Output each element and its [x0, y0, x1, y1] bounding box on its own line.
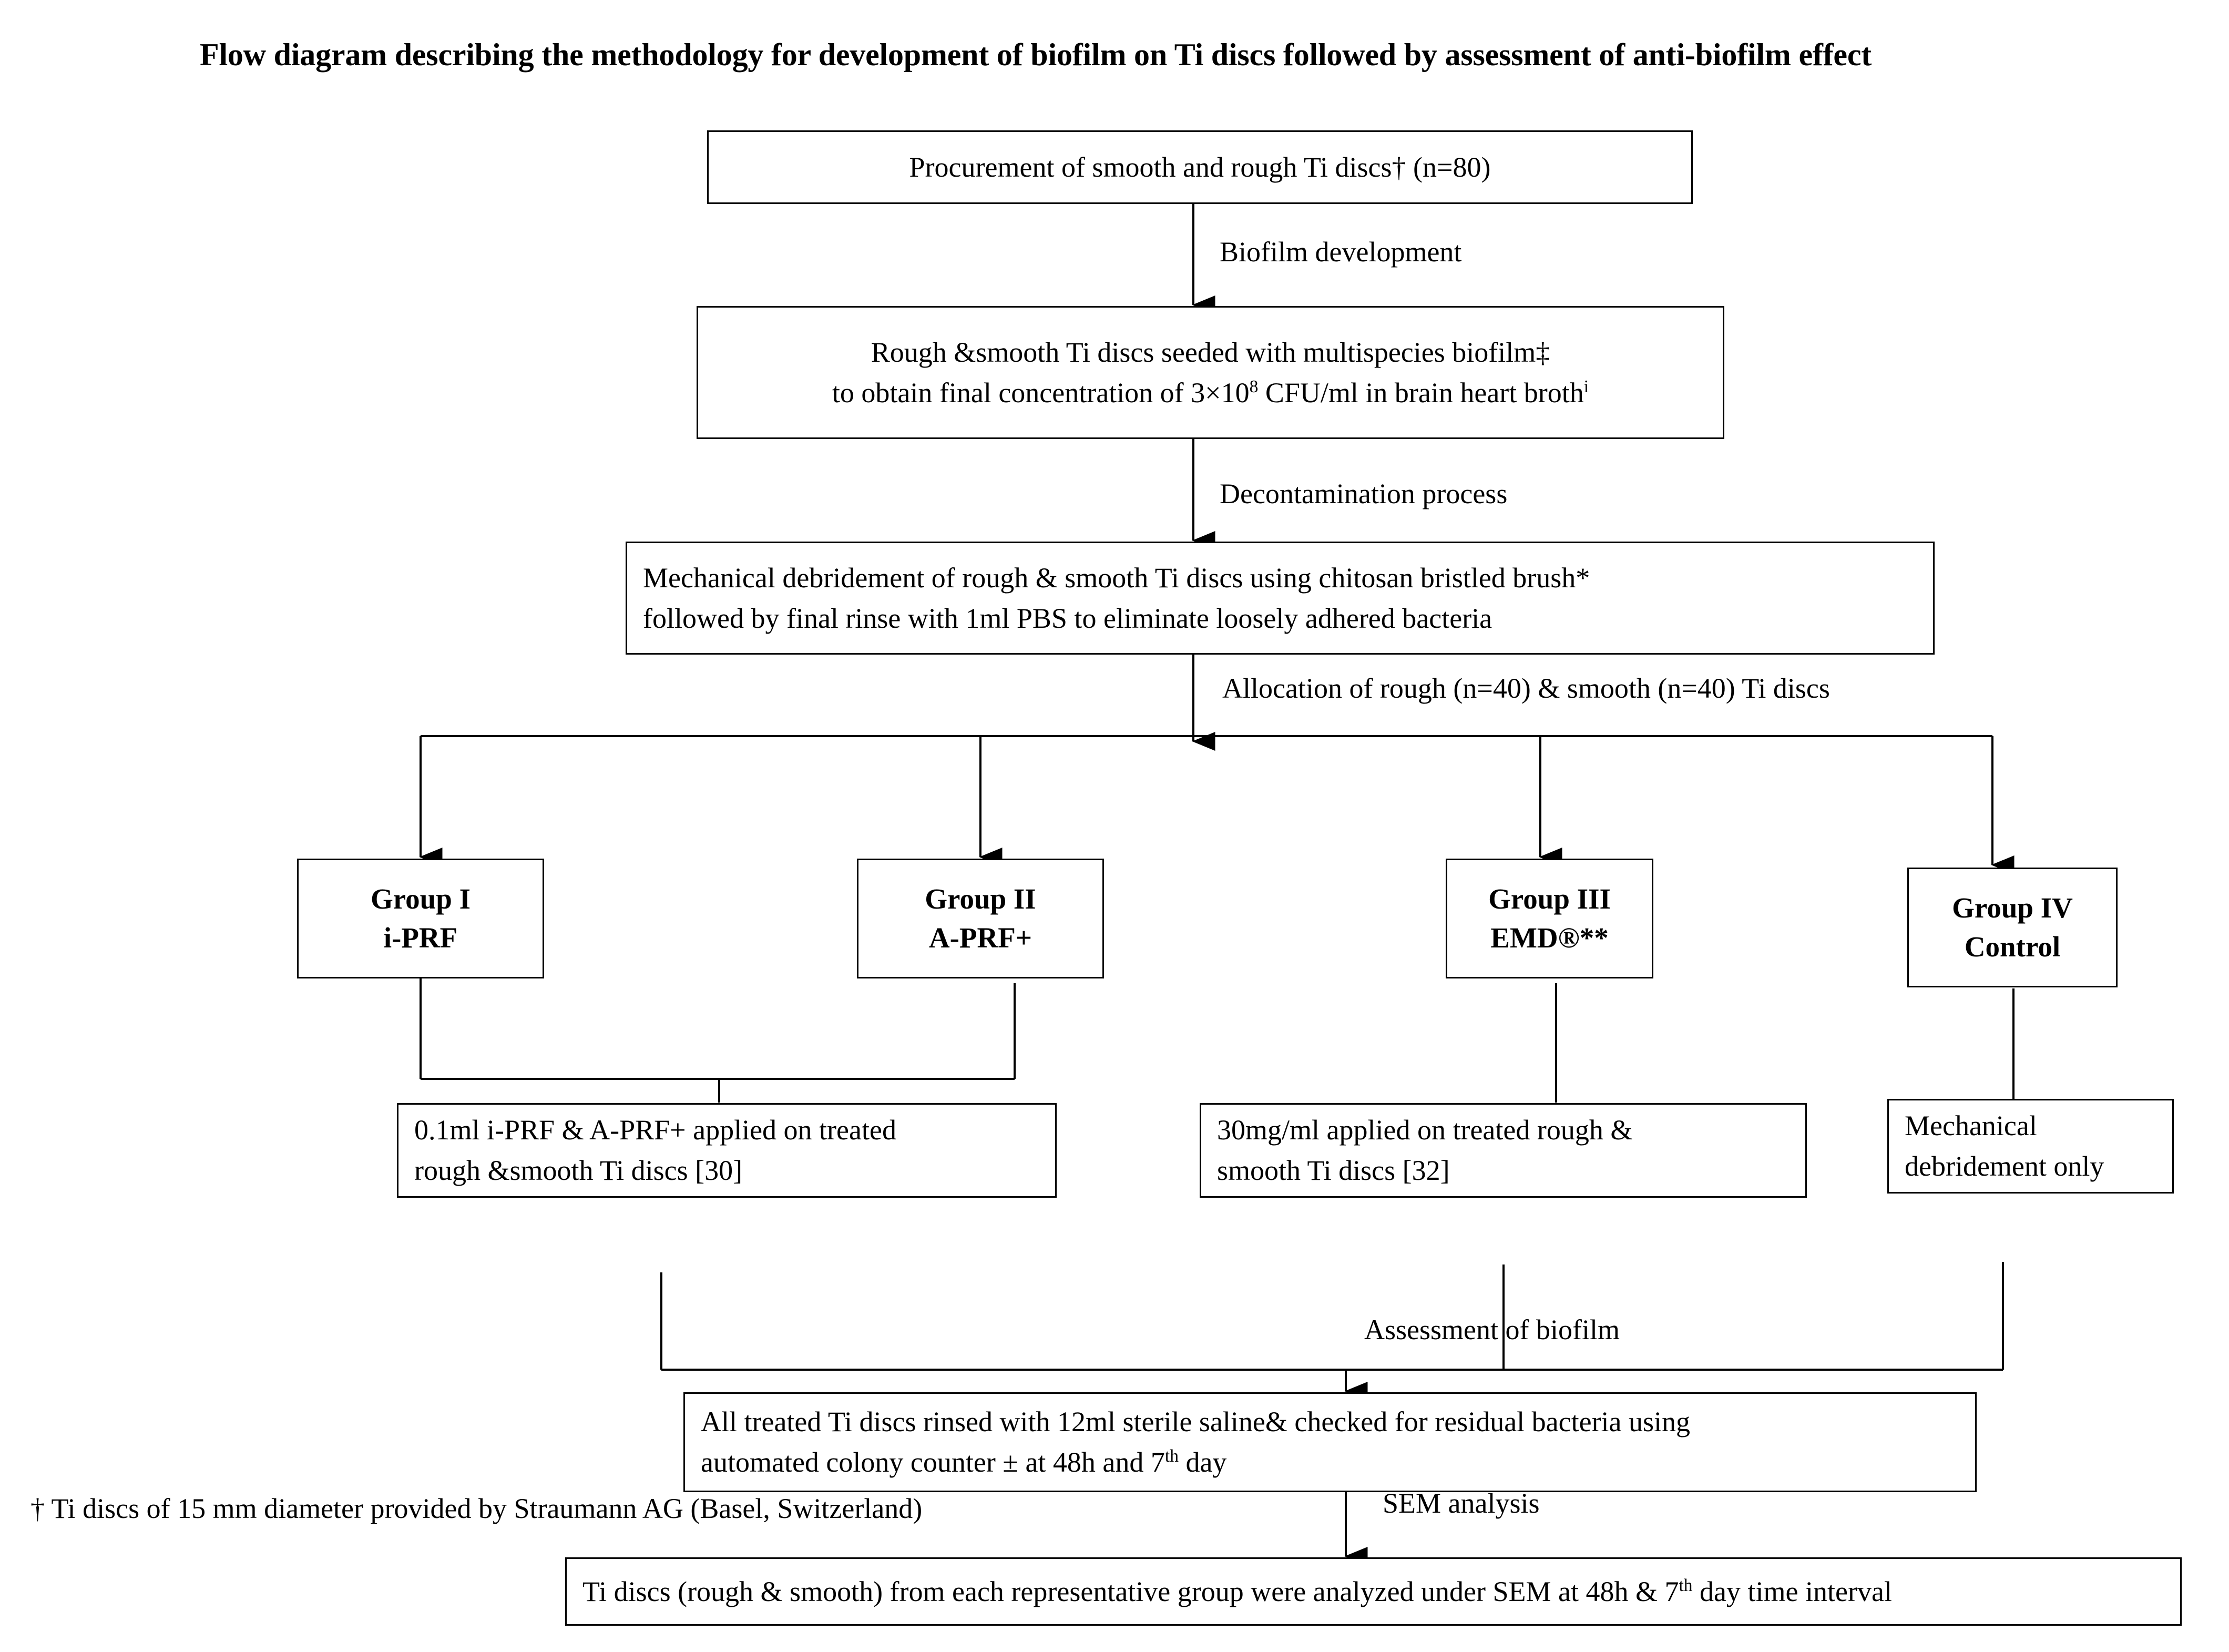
node-group-3: Group III EMD®**	[1446, 859, 1653, 978]
node-treatment-emd: 30mg/ml applied on treated rough & smoot…	[1200, 1103, 1807, 1198]
node-group-1: Group I i-PRF	[297, 859, 544, 978]
seeding-exponent: 8	[1249, 376, 1259, 396]
node-procurement-line1: Procurement of smooth and rough Ti discs…	[909, 151, 1491, 183]
node-treatment-control: Mechanical debridement only	[1887, 1099, 2174, 1194]
page-title: Flow diagram describing the methodology …	[200, 37, 1872, 72]
sem-text-prefix: Ti discs (rough & smooth) from each repr…	[582, 1575, 1679, 1607]
edge-label-biofilm-development: Biofilm development	[1220, 236, 1462, 268]
edge-label-assessment-of-biofilm: Assessment of biofilm	[1364, 1314, 1620, 1345]
node-group-1-line1: Group I	[370, 883, 471, 915]
node-assessment-line2: automated colony counter ± at 48h and 7t…	[701, 1442, 1226, 1483]
node-seeding-line1: Rough &smooth Ti discs seeded with multi…	[871, 336, 1550, 368]
node-group-2: Group II A-PRF+	[857, 859, 1104, 978]
node-treatment-control-line2: debridement only	[1905, 1150, 2104, 1182]
node-sem: Ti discs (rough & smooth) from each repr…	[565, 1557, 2182, 1626]
node-group-3-line1: Group III	[1488, 883, 1611, 915]
assessment-ordinal: th	[1164, 1446, 1179, 1466]
node-group-3-line2: EMD®**	[1490, 922, 1609, 954]
node-group-2-line2: A-PRF+	[928, 922, 1032, 954]
node-procurement: Procurement of smooth and rough Ti discs…	[707, 130, 1693, 204]
footnote-dagger: † Ti discs of 15 mm diameter provided by…	[30, 1493, 923, 1524]
node-debridement-line1: Mechanical debridement of rough & smooth…	[643, 562, 1590, 594]
node-treatment-prf: 0.1ml i-PRF & A-PRF+ applied on treated …	[397, 1103, 1057, 1198]
assessment-time-prefix: automated colony counter ± at 48h and 7	[701, 1446, 1165, 1478]
node-seeding: Rough &smooth Ti discs seeded with multi…	[697, 306, 1724, 439]
node-treatment-prf-line1: 0.1ml i-PRF & A-PRF+ applied on treated	[414, 1114, 896, 1146]
edge-label-decontamination: Decontamination process	[1220, 478, 1508, 509]
seeding-conc-suffix: CFU/ml in brain heart broth	[1258, 376, 1584, 409]
seeding-conc-prefix: to obtain final concentration of 3×10	[832, 376, 1250, 409]
edge-label-sem-analysis: SEM analysis	[1383, 1487, 1540, 1519]
node-treatment-control-line1: Mechanical	[1905, 1110, 2037, 1142]
node-debridement-line2: followed by final rinse with 1ml PBS to …	[643, 602, 1492, 634]
node-group-1-line2: i-PRF	[383, 922, 458, 954]
edge-label-allocation: Allocation of rough (n=40) & smooth (n=4…	[1222, 672, 1830, 704]
node-debridement: Mechanical debridement of rough & smooth…	[626, 542, 1935, 655]
node-group-4: Group IV Control	[1907, 868, 2118, 987]
node-treatment-emd-line1: 30mg/ml applied on treated rough &	[1217, 1114, 1633, 1146]
node-group-4-line1: Group IV	[1952, 892, 2073, 924]
node-group-4-line2: Control	[1964, 931, 2061, 963]
node-assessment-line1: All treated Ti discs rinsed with 12ml st…	[701, 1406, 1691, 1438]
sem-text-suffix: day time interval	[1692, 1575, 1892, 1607]
assessment-time-suffix: day	[1178, 1446, 1227, 1478]
seeding-footnote-marker: i	[1583, 376, 1589, 396]
sem-ordinal: th	[1679, 1575, 1693, 1595]
node-treatment-prf-line2: rough &smooth Ti discs [30]	[414, 1155, 743, 1186]
node-sem-line1: Ti discs (rough & smooth) from each repr…	[582, 1572, 1892, 1612]
node-seeding-line2: to obtain final concentration of 3×108 C…	[832, 373, 1589, 413]
node-assessment: All treated Ti discs rinsed with 12ml st…	[683, 1392, 1977, 1492]
node-treatment-emd-line2: smooth Ti discs [32]	[1217, 1155, 1450, 1186]
node-group-2-line1: Group II	[925, 883, 1036, 915]
